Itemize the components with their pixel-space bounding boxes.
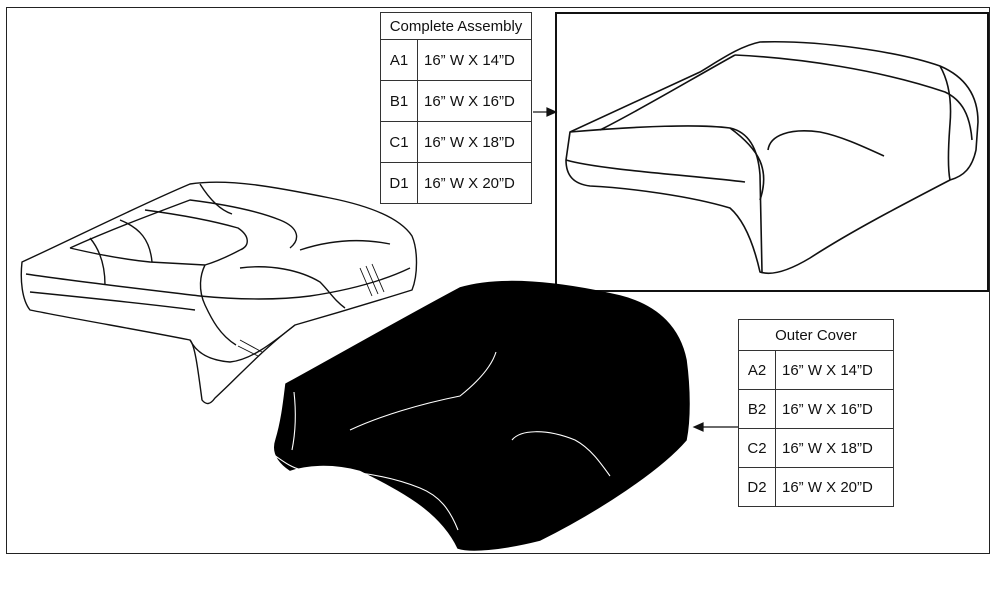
table-row: D1 16” W X 20”D [380, 162, 532, 204]
part-size: 16” W X 18”D [417, 121, 532, 163]
cover-table-title: Outer Cover [738, 319, 894, 351]
part-size: 16” W X 20”D [775, 467, 894, 507]
assembly-inset-box [555, 12, 989, 292]
outer-cover-table: Outer Cover A2 16” W X 14”D B2 16” W X 1… [738, 319, 894, 507]
assembly-arrowhead [546, 107, 558, 117]
table-row: A2 16” W X 14”D [738, 350, 894, 390]
part-code: A2 [738, 350, 776, 390]
part-size: 16” W X 16”D [775, 389, 894, 429]
part-code: B2 [738, 389, 776, 429]
part-code: A1 [380, 39, 418, 81]
part-code: D2 [738, 467, 776, 507]
cushion-line-drawing [20, 181, 418, 405]
table-row: C1 16” W X 18”D [380, 121, 532, 163]
table-row: A1 16” W X 14”D [380, 39, 532, 81]
outer-cover-shape [274, 280, 690, 551]
table-row: B2 16” W X 16”D [738, 389, 894, 429]
part-size: 16” W X 18”D [775, 428, 894, 468]
part-code: C1 [380, 121, 418, 163]
part-size: 16” W X 16”D [417, 80, 532, 122]
leader-arrows [533, 107, 738, 432]
part-size: 16” W X 20”D [417, 162, 532, 204]
table-row: C2 16” W X 18”D [738, 428, 894, 468]
assembly-table-title: Complete Assembly [380, 12, 532, 40]
table-row: D2 16” W X 20”D [738, 467, 894, 507]
part-code: C2 [738, 428, 776, 468]
outer-cover-drawing [273, 280, 690, 551]
part-size: 16” W X 14”D [417, 39, 532, 81]
cover-arrowhead [692, 422, 704, 432]
part-code: D1 [380, 162, 418, 204]
complete-assembly-cushion [565, 40, 979, 274]
table-row: B1 16” W X 16”D [380, 80, 532, 122]
diagram-frame [6, 7, 990, 554]
part-size: 16” W X 14”D [775, 350, 894, 390]
complete-assembly-table: Complete Assembly A1 16” W X 14”D B1 16”… [380, 12, 532, 204]
part-code: B1 [380, 80, 418, 122]
